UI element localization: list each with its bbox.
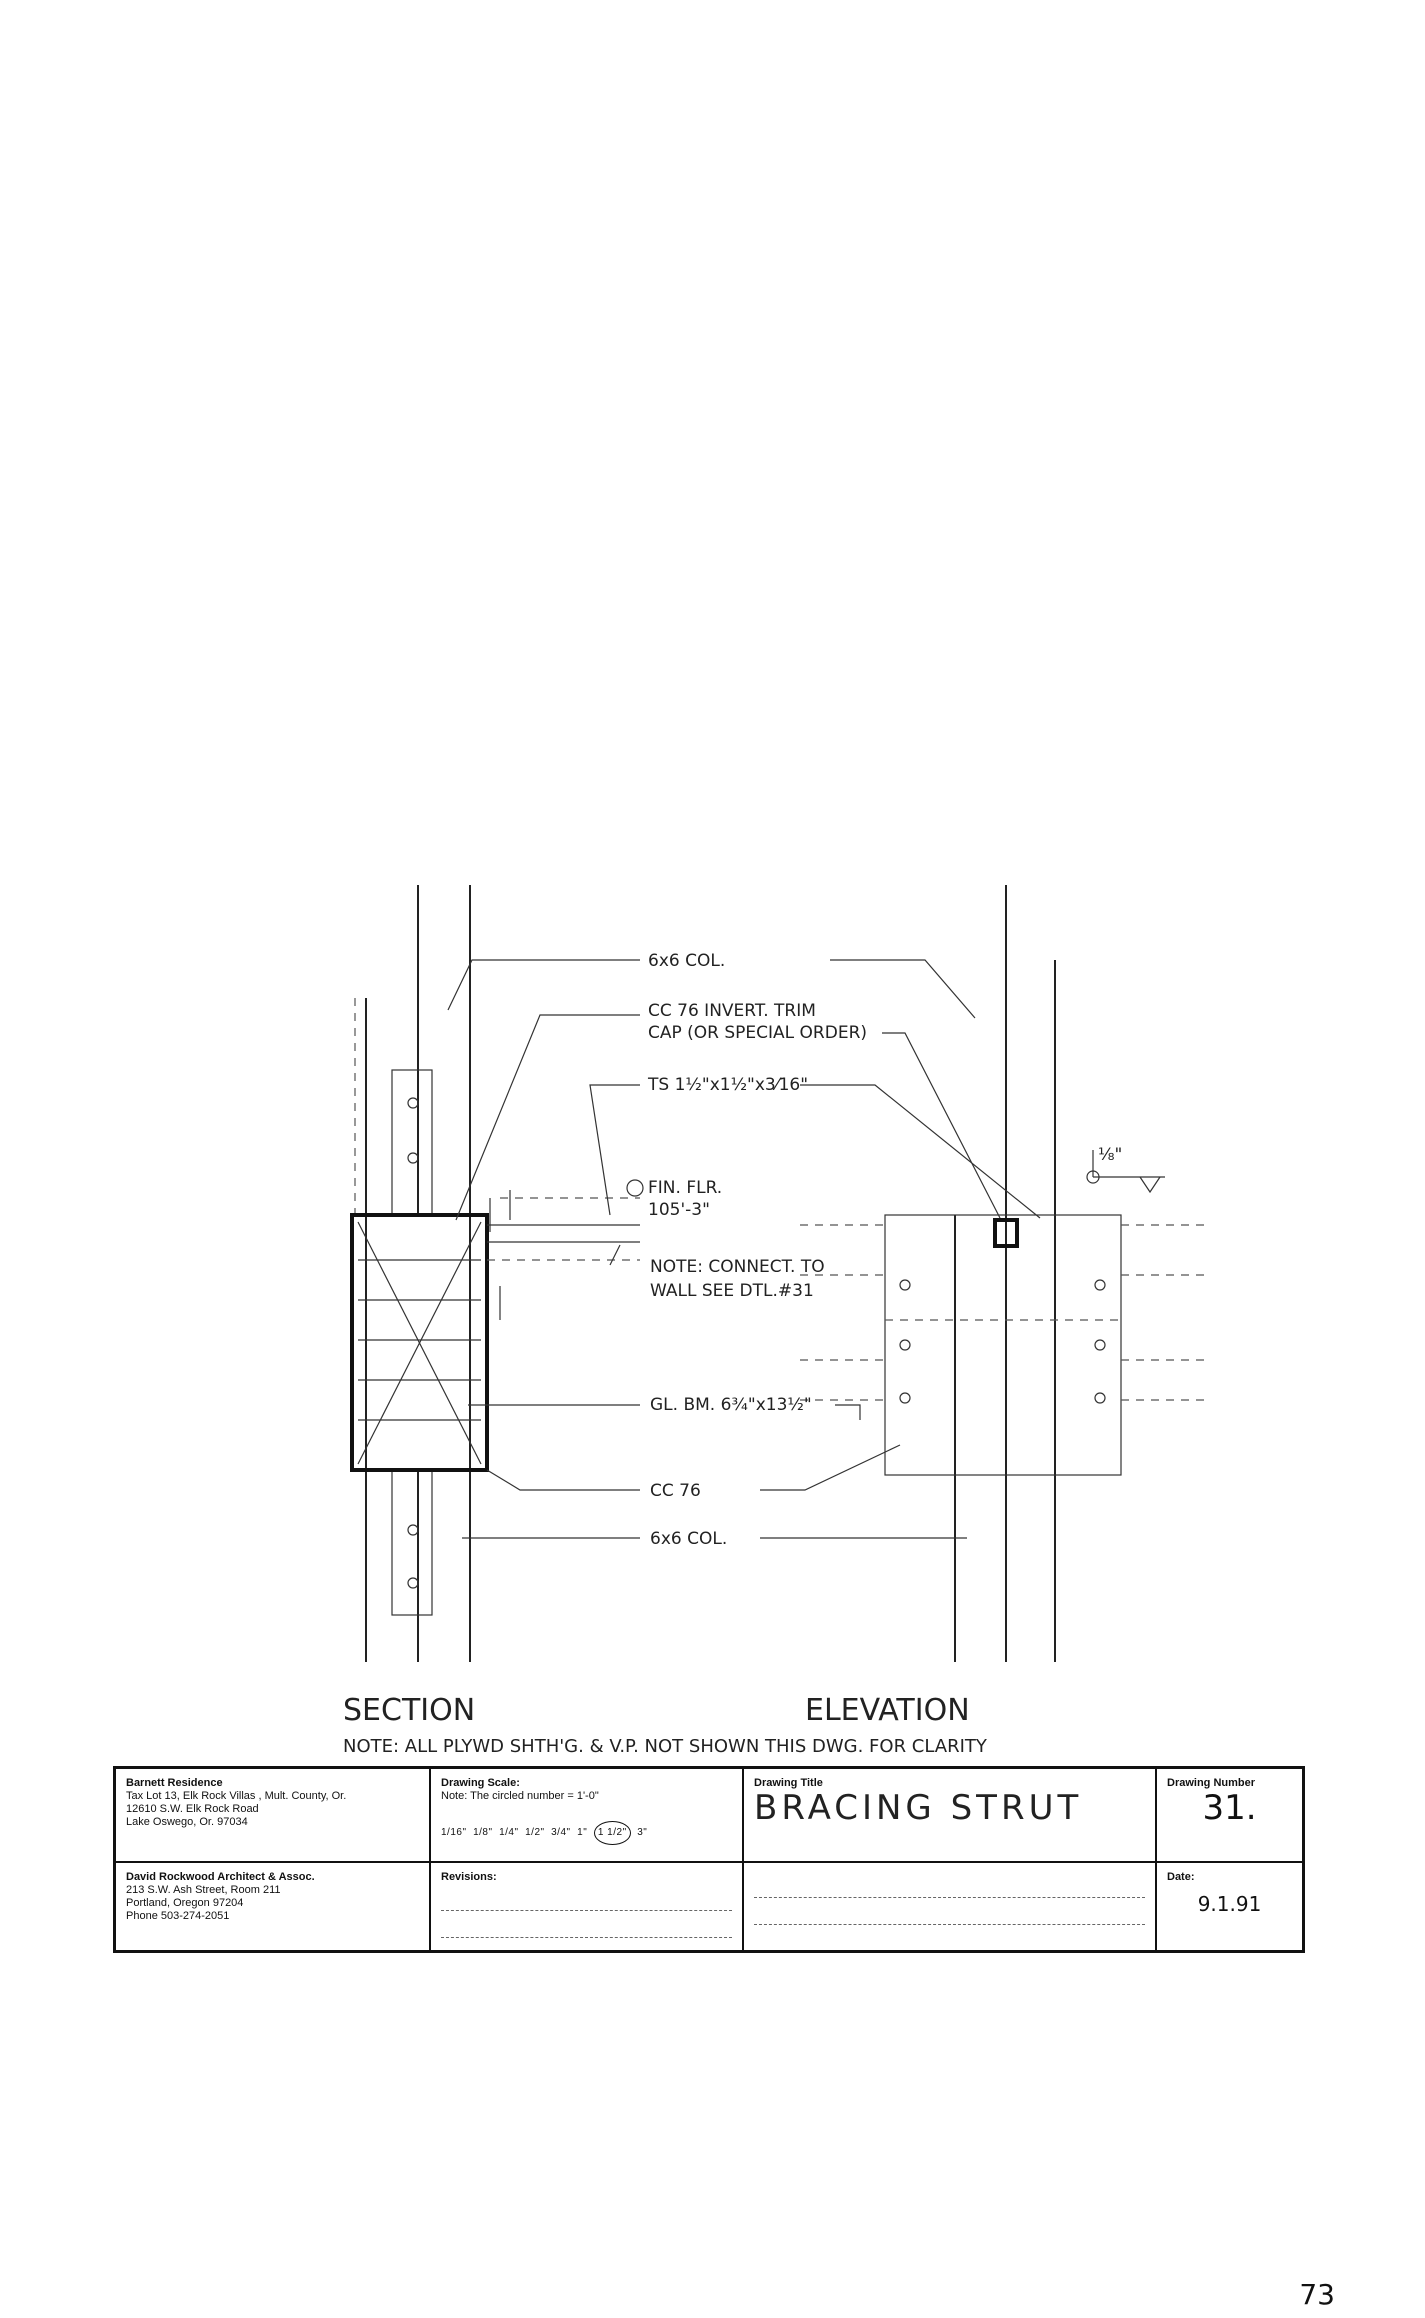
architect-line: Phone 503-274-2051 (126, 1910, 230, 1922)
scale-option: 3/4" (551, 1827, 571, 1838)
architect-line: Portland, Oregon 97204 (126, 1897, 244, 1909)
section-view (350, 885, 640, 1662)
scale-option: 3" (637, 1827, 648, 1838)
elevation-view (800, 885, 1205, 1662)
note-fin-floor-line2: 105'-3" (648, 1200, 710, 1220)
title-value: BRACING STRUT (754, 1788, 1083, 1828)
architect-line: 213 S.W. Ash Street, Room 211 (126, 1884, 281, 1896)
title-extra (744, 1863, 1157, 1950)
bolt (407, 1577, 419, 1589)
scale-note: Note: The circled number = 1'-0" (441, 1790, 599, 1802)
note-tube-steel: TS 1½"x1½"x3⁄16" (647, 1075, 808, 1095)
drawing-scale: Drawing Scale: Note: The circled number … (431, 1769, 744, 1863)
note-column-bottom: 6x6 COL. (650, 1529, 727, 1549)
title-block: Barnett Residence Tax Lot 13, Elk Rock V… (113, 1766, 1305, 1953)
view-labels: SECTION ELEVATION NOTE: ALL PLYWD SHTH'G… (343, 1693, 988, 1757)
annotations: 6x6 COL. CC 76 INVERT. TRIM CAP (OR SPEC… (626, 951, 1122, 1549)
note-weld-size: ⅛" (1098, 1145, 1122, 1165)
section-label: SECTION (343, 1693, 475, 1728)
bracing-strut-drawing: 6x6 COL. CC 76 INVERT. TRIM CAP (OR SPEC… (343, 885, 1205, 1757)
bottom-plate (391, 1469, 433, 1616)
title-line (754, 1910, 1145, 1925)
bolt (407, 1097, 419, 1109)
drawing-title: Drawing Title BRACING STRUT (744, 1769, 1157, 1863)
architect-info: David Rockwood Architect & Assoc. 213 S.… (116, 1863, 431, 1950)
level-marker (626, 1179, 644, 1197)
note-cc76: CC 76 (650, 1481, 701, 1501)
note-connect-line1: NOTE: CONNECT. TO (650, 1257, 825, 1277)
beam-elevation (884, 1214, 1122, 1476)
scale-heading: Drawing Scale: (441, 1777, 520, 1789)
note-column-top: 6x6 COL. (648, 951, 725, 971)
date-heading: Date: (1167, 1871, 1195, 1883)
glulam-beam-section (350, 1213, 489, 1472)
title-line (754, 1937, 1145, 1950)
elevation-label: ELEVATION (805, 1693, 970, 1728)
date-value: 9.1.91 (1197, 1892, 1262, 1916)
tube-steel (993, 1218, 1019, 1248)
revisions: Revisions: (431, 1863, 744, 1950)
scale-option: 1/4" (499, 1827, 519, 1838)
note-fin-floor-line1: FIN. FLR. (648, 1178, 722, 1198)
leaders (447, 959, 1041, 1539)
scale-option: 1/16" (441, 1827, 467, 1838)
bolt (899, 1392, 911, 1404)
number-value: 31. (1202, 1788, 1257, 1828)
note-cap-line1: CC 76 INVERT. TRIM (648, 1001, 816, 1021)
project-info: Barnett Residence Tax Lot 13, Elk Rock V… (116, 1769, 431, 1863)
architect-name: David Rockwood Architect & Assoc. (126, 1871, 315, 1883)
bolt (407, 1152, 419, 1164)
scale-option: 1" (577, 1827, 588, 1838)
revision-line (441, 1896, 732, 1911)
scale-option: 1/2" (525, 1827, 545, 1838)
top-plate (391, 1069, 433, 1216)
number-heading: Drawing Number (1167, 1777, 1256, 1789)
bolt (1094, 1339, 1106, 1351)
title-line (754, 1883, 1145, 1898)
drawing-number: Drawing Number 31. (1157, 1769, 1302, 1863)
note-connect-line2: WALL SEE DTL.#31 (650, 1281, 814, 1301)
scale-selected: 1 1/2" (593, 1821, 631, 1845)
bolt (899, 1339, 911, 1351)
bolt (407, 1524, 419, 1536)
scale-options: 1/16" 1/8" 1/4" 1/2" 3/4" 1" 1 1/2" 3" (441, 1821, 732, 1845)
project-line: Tax Lot 13, Elk Rock Villas , Mult. Coun… (126, 1790, 347, 1802)
note-cap-line2: CAP (OR SPECIAL ORDER) (648, 1023, 867, 1043)
revision-line (441, 1923, 732, 1938)
revisions-heading: Revisions: (441, 1871, 497, 1883)
project-line: 12610 S.W. Elk Rock Road (126, 1803, 259, 1815)
bolt (1094, 1279, 1106, 1291)
bolt (899, 1279, 911, 1291)
page-number: 73 (1299, 2278, 1335, 2311)
project-line: Lake Oswego, Or. 97034 (126, 1816, 248, 1828)
scale-option: 1/8" (473, 1827, 493, 1838)
project-name: Barnett Residence (126, 1777, 223, 1789)
note-beam: GL. BM. 6¾"x13½" (650, 1395, 812, 1415)
bottom-note: NOTE: ALL PLYWD SHTH'G. & V.P. NOT SHOWN… (343, 1736, 988, 1757)
title-heading: Drawing Title (754, 1777, 823, 1789)
date: Date: 9.1.91 (1157, 1863, 1302, 1950)
bolt (1094, 1392, 1106, 1404)
